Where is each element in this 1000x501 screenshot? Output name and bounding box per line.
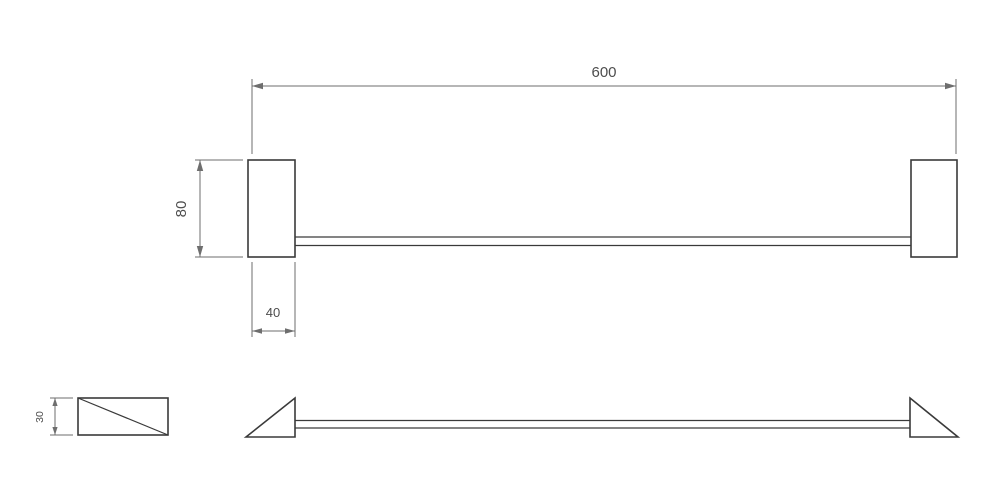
left-bracket-plan bbox=[243, 396, 296, 438]
right-bracket-plan bbox=[909, 396, 961, 438]
dim-height: 80 bbox=[173, 159, 243, 258]
dim-length-label: 600 bbox=[591, 64, 616, 81]
right-bracket-front bbox=[910, 159, 958, 258]
dim-length: 600 bbox=[251, 64, 957, 154]
arrowhead bbox=[945, 82, 956, 90]
arrowhead bbox=[252, 82, 263, 90]
bracket-side-diagonal bbox=[77, 397, 169, 436]
arrowhead bbox=[285, 328, 295, 334]
dim-width-label: 40 bbox=[266, 305, 280, 320]
front-view: 600 80 40 bbox=[173, 64, 958, 337]
top-view bbox=[243, 396, 961, 438]
dim-height-label: 80 bbox=[173, 201, 190, 218]
dim-depth: 30 bbox=[34, 397, 73, 436]
dim-width: 40 bbox=[251, 262, 296, 337]
arrowhead bbox=[252, 328, 262, 334]
arrowhead bbox=[52, 427, 58, 435]
left-bracket-front bbox=[247, 159, 296, 258]
arrowhead bbox=[196, 246, 204, 257]
dim-depth-label: 30 bbox=[34, 411, 46, 423]
side-view: 30 bbox=[34, 397, 169, 436]
arrowhead bbox=[52, 398, 58, 406]
arrowhead bbox=[196, 160, 204, 171]
